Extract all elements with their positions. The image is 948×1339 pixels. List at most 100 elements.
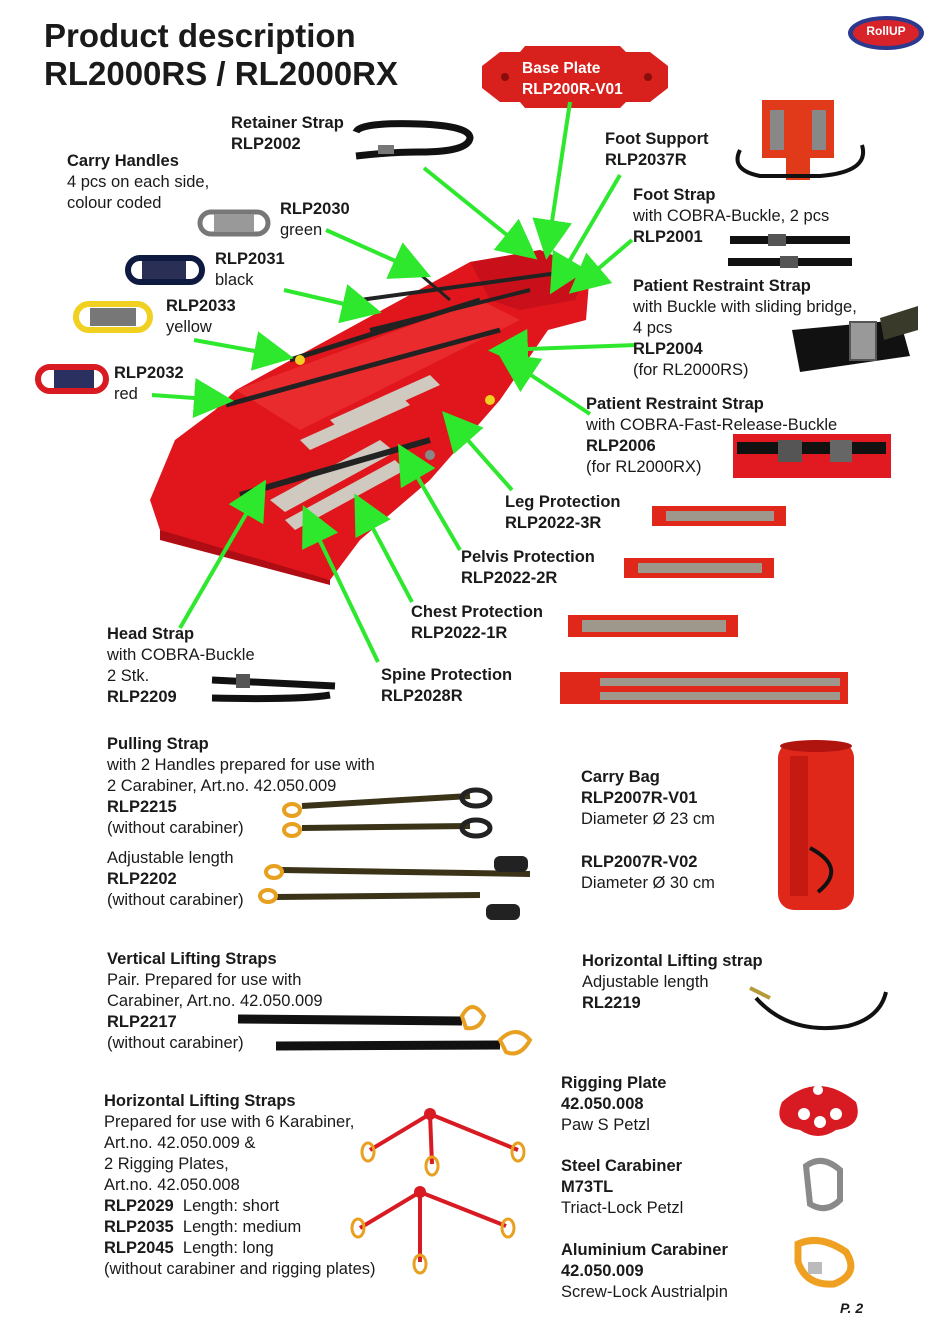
spine-protection-name: Spine Protection	[381, 666, 513, 684]
spine-protection-code: RLP2028R	[381, 687, 463, 705]
restraint-buckle-desc2: 4 pcs	[633, 319, 673, 337]
base-plate-code: RLP200R-V01	[522, 81, 623, 98]
horizontal-code3: RLP2045	[104, 1239, 174, 1257]
horizontal-lifting-label: Horizontal Lifting Straps Prepared for u…	[104, 1091, 376, 1280]
rigging-plate-image	[779, 1085, 858, 1136]
rollup-logo	[848, 16, 924, 50]
retainer-strap-image	[352, 120, 474, 160]
rlp2031-code: RLP2031	[215, 250, 285, 268]
carry-bag-code2: RLP2007R-V02	[581, 853, 698, 871]
foot-support-image	[735, 100, 866, 180]
vertical-lifting-label: Vertical Lifting Straps Pair. Prepared f…	[107, 949, 323, 1054]
leg-protection-name: Leg Protection	[505, 493, 621, 511]
page-number: P. 2	[840, 1300, 864, 1316]
horizontal-single-desc: Adjustable length	[582, 973, 709, 991]
vertical-note: (without carabiner)	[107, 1034, 244, 1052]
horizontal-len3: Length: long	[182, 1239, 274, 1257]
rlp2032-label: RLP2032 red	[114, 363, 184, 405]
rlp2032-color: red	[114, 385, 138, 403]
rigging-code: 42.050.008	[561, 1095, 644, 1113]
head-strap-code: RLP2209	[107, 688, 177, 706]
horizontal-desc3: 2 Rigging Plates,	[104, 1155, 229, 1173]
rlp2033-label: RLP2033 yellow	[166, 296, 236, 338]
foot-strap-desc: with COBRA-Buckle, 2 pcs	[633, 207, 830, 225]
rlp2032-code: RLP2032	[114, 364, 184, 382]
leg-protection-label: Leg Protection RLP2022-3R	[505, 492, 621, 534]
restraint-buckle-desc1: with Buckle with sliding bridge,	[633, 298, 857, 316]
pulling-desc1: with 2 Handles prepared for use with	[107, 756, 375, 774]
chest-protection-code: RLP2022-1R	[411, 624, 508, 642]
page-title-line2: RL2000RS / RL2000RX	[44, 55, 398, 92]
carry-bag-label-2: RLP2007R-V02 Diameter Ø 30 cm	[581, 852, 715, 894]
pointer-arrows	[151, 101, 637, 663]
rlp2030-color: green	[280, 221, 323, 239]
horizontal-single-name: Horizontal Lifting strap	[582, 952, 763, 970]
retainer-name: Retainer Strap	[231, 114, 344, 132]
rigging-plate-label: Rigging Plate 42.050.008 Paw S Petzl	[561, 1073, 666, 1136]
head-strap-label: Head Strap with COBRA-Buckle 2 Stk. RLP2…	[107, 624, 255, 708]
carry-bag-diam2: Diameter Ø 30 cm	[581, 874, 715, 892]
horizontal-len2: Length: medium	[182, 1218, 302, 1236]
horizontal-desc2: Art.no. 42.050.009 &	[104, 1134, 256, 1152]
steel-desc: Triact-Lock Petzl	[561, 1199, 684, 1217]
carry-bag-label: Carry Bag RLP2007R-V01 Diameter Ø 23 cm	[581, 767, 715, 830]
foot-strap-image	[728, 234, 852, 268]
logo-text: RollUP	[866, 24, 906, 38]
restraint-cobra-note: (for RL2000RX)	[586, 458, 702, 476]
retainer-strap-label: Retainer Strap RLP2002	[231, 113, 344, 155]
rlp2033-code: RLP2033	[166, 297, 236, 315]
carry-handles-name: Carry Handles	[67, 152, 179, 170]
head-strap-image	[211, 674, 336, 703]
pulling-strap-label: Pulling Strap with 2 Handles prepared fo…	[107, 734, 375, 839]
carry-handles-label: Carry Handles 4 pcs on each side, colour…	[67, 151, 209, 214]
vertical-desc1: Pair. Prepared for use with	[107, 971, 302, 989]
horizontal-len1: Length: short	[182, 1197, 280, 1215]
pulling-name: Pulling Strap	[107, 735, 209, 753]
pulling-adjustable-label: Adjustable length RLP2202 (without carab…	[107, 848, 244, 911]
base-plate-label: Base Plate RLP200R-V01	[522, 58, 623, 100]
horizontal-single-label: Horizontal Lifting strap Adjustable leng…	[582, 951, 763, 1014]
rlp2031-label: RLP2031 black	[215, 249, 285, 291]
foot-strap-code: RLP2001	[633, 228, 703, 246]
restraint-cobra-code: RLP2006	[586, 437, 656, 455]
restraint-buckle-name: Patient Restraint Strap	[633, 277, 811, 295]
carry-bag-name: Carry Bag	[581, 768, 660, 786]
restraint-buckle-note: (for RL2000RS)	[633, 361, 749, 379]
rigging-name: Rigging Plate	[561, 1074, 667, 1092]
horizontal-single-code: RL2219	[582, 994, 641, 1012]
rlp2033-color: yellow	[166, 318, 212, 336]
page-title-line1: Product description	[44, 17, 356, 54]
pulling-note2: (without carabiner)	[107, 891, 244, 909]
horizontal-code1: RLP2029	[104, 1197, 174, 1215]
carry-handle-green-image	[197, 209, 271, 237]
head-strap-name: Head Strap	[107, 625, 195, 643]
carry-handle-red-image	[35, 364, 109, 394]
rlp2031-color: black	[215, 271, 254, 289]
vertical-lifting-straps-image	[237, 1005, 533, 1056]
carry-bag-diam1: Diameter Ø 23 cm	[581, 810, 715, 828]
carry-handles-desc2: colour coded	[67, 194, 162, 212]
foot-strap-name: Foot Strap	[633, 186, 716, 204]
spine-protection-label: Spine Protection RLP2028R	[381, 665, 512, 707]
pulling-note1: (without carabiner)	[107, 819, 244, 837]
pelvis-protection-label: Pelvis Protection RLP2022-2R	[461, 547, 595, 589]
head-strap-desc2: 2 Stk.	[107, 667, 150, 685]
steel-name: Steel Carabiner	[561, 1157, 683, 1175]
carry-handle-black-image	[125, 255, 205, 285]
carry-bag-image	[778, 740, 854, 910]
pulling-code2: RLP2202	[107, 870, 177, 888]
head-strap-desc1: with COBRA-Buckle	[107, 646, 255, 664]
pelvis-protection-code: RLP2022-2R	[461, 569, 558, 587]
restraint-buckle-image	[792, 306, 918, 372]
vertical-desc2: Carabiner, Art.no. 42.050.009	[107, 992, 323, 1010]
alu-desc: Screw-Lock Austrialpin	[561, 1283, 728, 1301]
steel-code: M73TL	[561, 1178, 614, 1196]
carry-handles-desc1: 4 pcs on each side,	[67, 173, 210, 191]
pulling-code1: RLP2215	[107, 798, 177, 816]
restraint-cobra-desc: with COBRA-Fast-Release-Buckle	[586, 416, 838, 434]
horizontal-lifting-straps-image	[350, 1108, 526, 1275]
rigging-desc: Paw S Petzl	[561, 1116, 650, 1134]
alu-code: 42.050.009	[561, 1262, 644, 1280]
leg-protection-code: RLP2022-3R	[505, 514, 602, 532]
